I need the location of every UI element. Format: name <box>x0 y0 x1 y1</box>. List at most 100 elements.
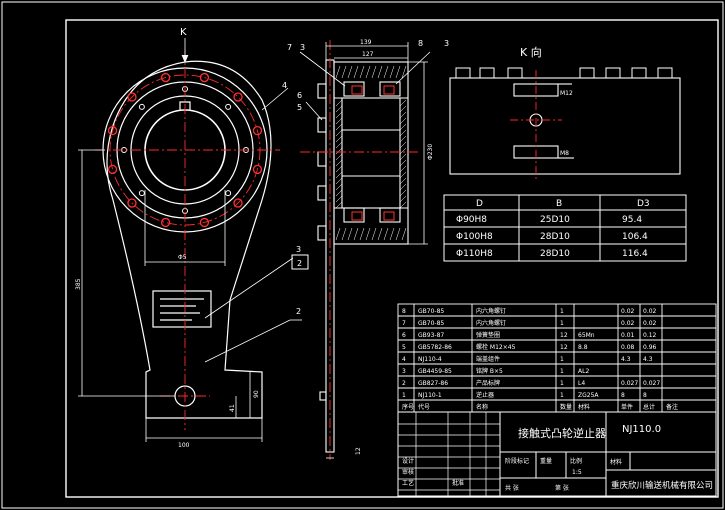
roller-top-r <box>383 85 395 95</box>
drawing-labels: K K 向 139 127 Φ230 Φ5 385 100 90 41 12 M… <box>75 27 573 455</box>
front-view <box>102 60 272 419</box>
hatch-line <box>399 111 407 119</box>
balloon-8: 8 <box>418 39 423 48</box>
dim-k-m8: M8 <box>560 150 569 157</box>
keyway <box>179 101 191 110</box>
size-r1-d: Φ90H8 <box>456 215 487 225</box>
balloon-3a: 3 <box>300 43 305 52</box>
k-bolt-head <box>507 67 523 79</box>
inner-hole <box>225 190 232 197</box>
parts-cell: 产品标牌 <box>476 379 500 387</box>
parts-cell: 0.01 <box>621 332 635 339</box>
dim-top-139: 139 <box>360 39 372 46</box>
hatch-line <box>377 65 383 79</box>
bolt-pitch-circle <box>109 74 261 226</box>
hatch-line <box>335 123 343 131</box>
bolt-side-2 <box>317 151 327 167</box>
hatch-line <box>335 99 343 107</box>
size-r2-d3: 106.4 <box>622 232 648 242</box>
hatch-line <box>399 129 407 137</box>
hatch-line <box>335 65 341 79</box>
hatch-line <box>365 227 371 241</box>
parts-cell: 0.02 <box>621 320 635 327</box>
size-table <box>443 194 687 262</box>
parts-cell: 弹簧垫圈 <box>476 331 500 339</box>
section-hatching <box>335 65 407 241</box>
parts-cell: 8 <box>643 392 647 399</box>
k-bolt-head <box>605 67 621 79</box>
parts-cell: 1 <box>560 308 564 315</box>
dim-small: 41 <box>229 404 236 412</box>
company-name: 重庆欣川输送机械有限公司 <box>611 480 713 491</box>
bearing-details <box>351 85 395 221</box>
hatch-line <box>341 227 347 241</box>
inner-hole <box>138 190 145 197</box>
drawing-number: NJ110.0 <box>622 424 661 435</box>
k-bolt-head <box>657 67 673 79</box>
parts-cell: GB5782-86 <box>418 344 452 351</box>
hub-body <box>333 61 409 245</box>
parts-cell: NJ110-4 <box>418 356 442 363</box>
parts-header-cell: 备注 <box>666 403 678 411</box>
parts-cell: 1 <box>560 392 564 399</box>
label-designer: 设计 <box>402 457 414 465</box>
label-sheet: 第 张 <box>555 484 569 492</box>
hatch-line <box>399 99 407 107</box>
parts-cell: 8 <box>621 392 625 399</box>
dim-mid-127: 127 <box>362 51 374 58</box>
arm-outline <box>106 60 272 419</box>
roller-top <box>351 85 363 95</box>
size-table-text: D B D3 Φ90H8 25D10 95.4 Φ100H8 28D10 106… <box>456 199 650 259</box>
label-stage: 阶段标记 <box>505 457 529 465</box>
leader-2 <box>204 319 291 363</box>
k-view-bolt-heads <box>455 67 673 79</box>
parts-cell: 12 <box>560 344 568 351</box>
hatch-line <box>401 227 407 241</box>
parts-cell: 8 <box>402 308 406 315</box>
bolt-hole <box>233 198 243 208</box>
hatch-line <box>347 227 353 241</box>
parts-cell: 0.96 <box>643 344 657 351</box>
bolt-hole <box>127 198 137 208</box>
hatch-line <box>399 159 407 167</box>
balloon-2-box: 2 <box>297 259 302 268</box>
bolt-hole <box>233 92 243 102</box>
hatch-line <box>335 227 341 241</box>
bolt-side-3 <box>317 185 327 201</box>
balloon-6: 6 <box>297 91 302 100</box>
hatch-line <box>389 65 395 79</box>
bolt-hole <box>107 164 118 175</box>
parts-cell: 6 <box>402 332 406 339</box>
hatch-line <box>399 201 407 209</box>
inner-hole <box>225 103 232 110</box>
parts-cell: ZG25A <box>578 392 599 399</box>
hatch-line <box>383 227 389 241</box>
hatch-line <box>395 227 401 241</box>
dim-base-height: 90 <box>253 390 260 398</box>
k-view-body <box>449 77 681 175</box>
parts-cell: 2 <box>402 380 406 387</box>
label-process: 工艺 <box>402 479 414 487</box>
label-weight: 重量 <box>540 457 552 465</box>
hatch-line <box>335 111 343 119</box>
label-material: 材料 <box>610 458 622 466</box>
hatch-line <box>399 195 407 203</box>
bolt-side-1 <box>317 117 327 133</box>
parts-cell: 1 <box>402 392 406 399</box>
size-hdr-b: B <box>556 199 562 209</box>
size-hdr-d: D <box>476 199 483 209</box>
parts-header-cell: 单件 <box>621 403 633 411</box>
value-scale: 1:5 <box>572 469 582 476</box>
hatch-line <box>399 135 407 143</box>
hatch-line <box>371 65 377 79</box>
side-dimensions <box>299 42 431 459</box>
hatch-line <box>399 123 407 131</box>
k-view <box>449 77 681 175</box>
parts-cell: GB70-85 <box>418 308 444 315</box>
hatch-line <box>335 159 343 167</box>
parts-list-rows <box>398 315 716 401</box>
bearing-top <box>343 81 365 97</box>
parts-header-cell: 数量 <box>560 403 572 411</box>
